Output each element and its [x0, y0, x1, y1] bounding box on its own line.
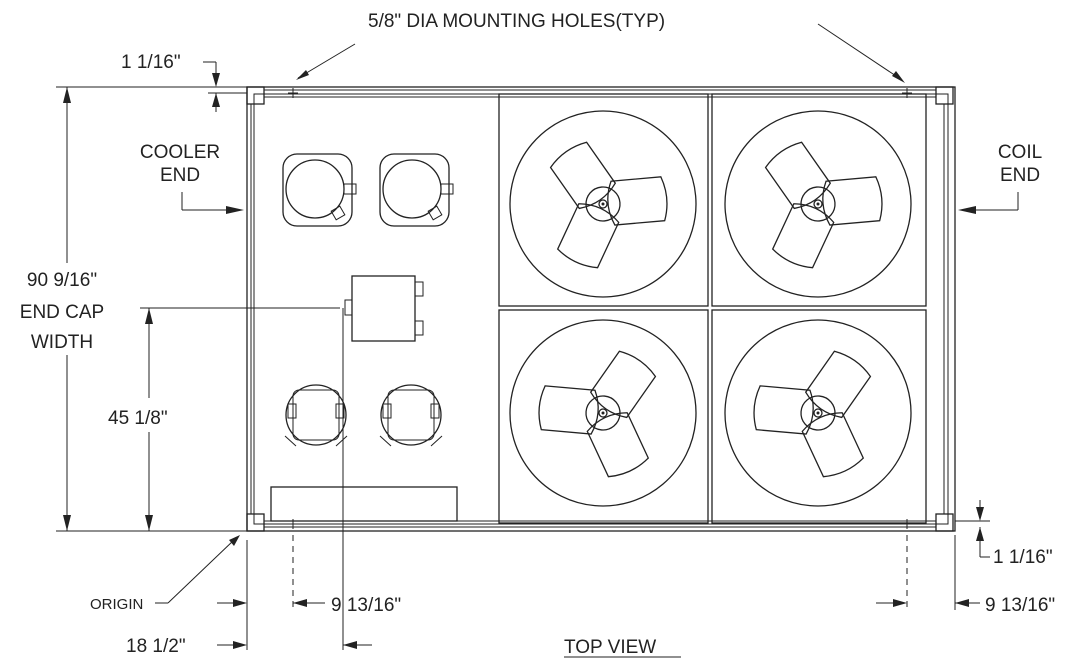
bottom-offset-label: 1 1/16" [993, 547, 1053, 568]
dimension-top-offset [203, 61, 247, 112]
dimension-18 [217, 641, 372, 649]
dimension-90 [56, 86, 247, 532]
cooler-end-label-line2: END [160, 165, 200, 186]
dimension-9-right [876, 599, 980, 607]
fan-panels [498, 93, 927, 524]
coil-end-label-line2: END [1000, 165, 1040, 186]
dimension-9-left-label: 9 13/16" [331, 595, 401, 616]
origin-leader [155, 535, 240, 604]
coil-end-label-line1: COIL [998, 142, 1042, 163]
dimension-45-label: 45 1/8" [108, 408, 168, 429]
width-label-line2: END CAP [20, 302, 104, 323]
mounting-hole-icon [902, 88, 912, 98]
mounting-holes [288, 88, 912, 529]
unit-frame [246, 86, 956, 532]
corner-cap-top-left [246, 86, 265, 105]
view-title: TOP VIEW [564, 637, 656, 658]
fan-bottom-right [717, 312, 919, 514]
extension-lines [246, 308, 956, 650]
corner-cap-top-right [935, 86, 954, 105]
mounting-hole-leaders [296, 23, 905, 83]
compressor-bottom-right [379, 384, 443, 447]
control-panel [270, 486, 458, 522]
dimension-18-label: 18 1/2" [126, 636, 186, 657]
mounting-holes-label: 5/8" DIA MOUNTING HOLES(TYP) [368, 11, 665, 32]
compressor-top-right [379, 153, 454, 227]
compressor-bottom-left [284, 384, 348, 447]
mounting-hole-icon [902, 519, 912, 529]
cooler-end-label-line1: COOLER [140, 142, 220, 163]
origin-label: ORIGIN [90, 596, 143, 613]
cooler-end-arrow [181, 192, 244, 214]
dimension-bottom-offset [955, 500, 990, 558]
dimension-9-right-label: 9 13/16" [985, 595, 1055, 616]
fan-top-left [502, 103, 704, 305]
dimension-45 [140, 307, 340, 531]
compressor-top-left [282, 153, 357, 227]
width-label-line1: 90 9/16" [27, 270, 97, 291]
corner-cap-bottom-right [935, 513, 954, 532]
dimension-9-left [217, 599, 325, 607]
receiver-box [344, 275, 424, 342]
fan-top-right [717, 103, 919, 305]
coil-end-arrow [958, 192, 1019, 214]
width-label-line3: WIDTH [31, 332, 93, 353]
mounting-hole-icon [288, 88, 298, 98]
top-offset-label: 1 1/16" [121, 52, 181, 73]
fan-bottom-left [502, 312, 704, 514]
corner-cap-bottom-left [246, 513, 265, 532]
